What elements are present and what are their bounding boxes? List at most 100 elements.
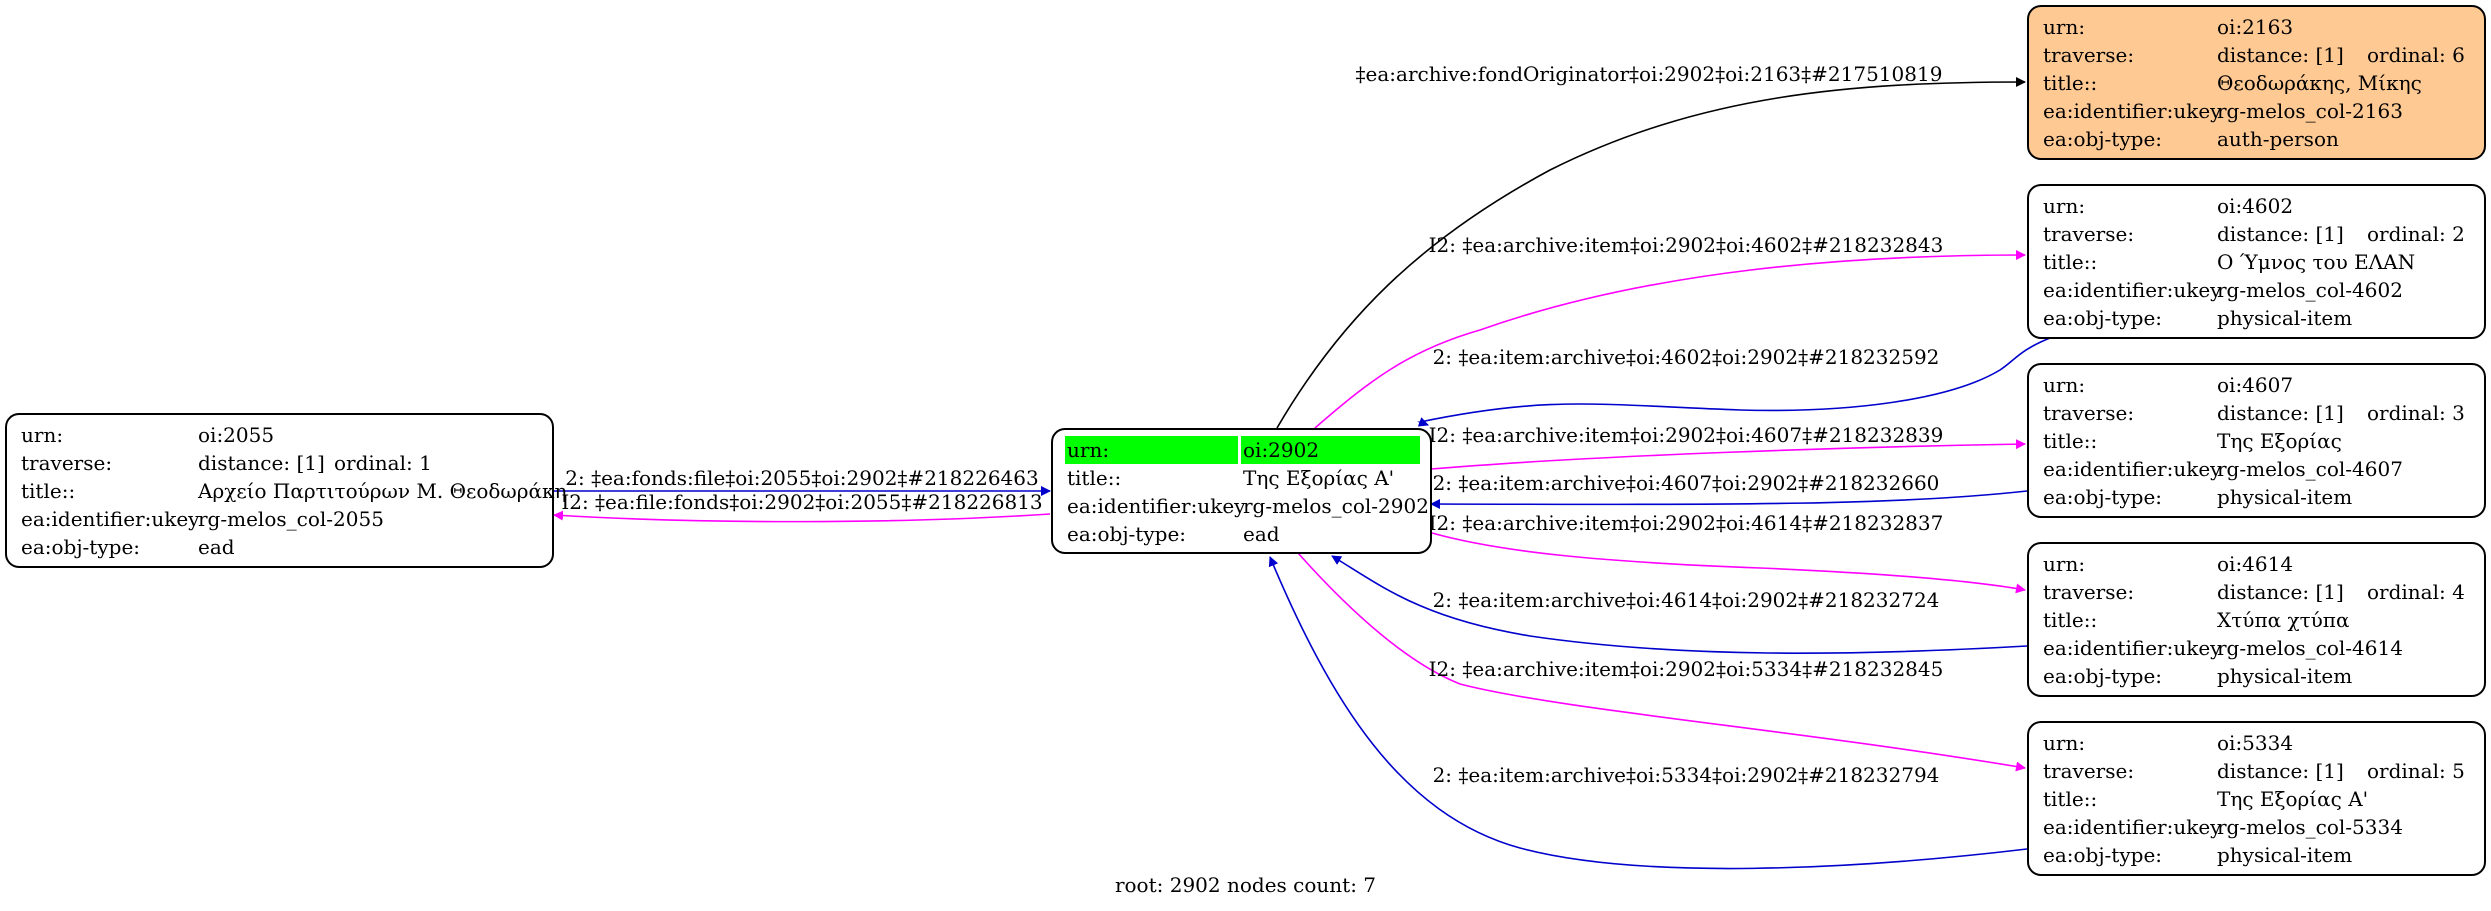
key-traverse: traverse: xyxy=(2043,401,2135,425)
key-urn: urn: xyxy=(2043,731,2086,755)
value-ukey: rg-melos_col-2055 xyxy=(198,507,384,531)
value-title: Της Εξορίας Α' xyxy=(1243,466,1395,490)
edge-label-archive-item-4614: I2: ‡ea:archive:item‡oi:2902‡oi:4614‡#21… xyxy=(1429,511,1944,535)
row-title: title::Της Εξορίας Α' xyxy=(1053,464,1430,492)
row-traverse: traverse:distance: [1]ordinal: 6 xyxy=(2029,41,2484,69)
edge-label-file-fonds: I2: ‡ea:file:fonds‡oi:2902‡oi:2055‡#2182… xyxy=(561,490,1042,514)
value-objtype: physical-item xyxy=(2217,306,2353,330)
value-distance: distance: [1] xyxy=(2217,222,2344,246)
key-traverse: traverse: xyxy=(2043,222,2135,246)
value-urn: oi:5334 xyxy=(2217,731,2294,755)
key-title: title:: xyxy=(2043,71,2098,95)
key-traverse: traverse: xyxy=(21,451,113,475)
value-urn: oi:4607 xyxy=(2217,373,2294,397)
key-urn: urn: xyxy=(1065,436,1238,464)
node-oi-4614[interactable]: urn:oi:4614 traverse: distance: [1] ordina… xyxy=(2027,542,2486,697)
edge-item-archive-4607-2902 xyxy=(1430,490,2028,510)
value-objtype: auth-person xyxy=(2217,127,2339,151)
edge-label-archive-item-5334: I2: ‡ea:archive:item‡oi:2902‡oi:5334‡#21… xyxy=(1429,657,1944,681)
key-title: title:: xyxy=(21,479,76,503)
edge-file-fonds-2902-2055 xyxy=(553,510,1051,523)
key-urn: urn: xyxy=(21,423,64,447)
row-title: title::Αρχείο Παρτιτούρων Μ. Θεοδωράκη xyxy=(7,477,566,505)
row-urn: urn: oi:2163 xyxy=(2029,13,2484,41)
value-objtype: physical-item xyxy=(2217,664,2353,688)
edge-item-archive-4614-2902 xyxy=(1331,555,2028,654)
edge-item-archive-5334-2902 xyxy=(1268,556,2028,870)
value-title: Χτύπα χτύπα xyxy=(2217,608,2350,632)
row-urn: urn: oi:4607 xyxy=(2029,371,2484,399)
key-title: title:: xyxy=(2043,250,2098,274)
key-objtype: ea:obj-type: xyxy=(1067,522,1187,546)
key-traverse: traverse: xyxy=(2043,759,2135,783)
value-distance: distance: [1] xyxy=(2217,759,2344,783)
key-objtype: ea:obj-type: xyxy=(2043,306,2163,330)
value-urn: oi:2163 xyxy=(2217,15,2294,39)
key-objtype: ea:obj-type: xyxy=(2043,127,2163,151)
value-urn: oi:4602 xyxy=(2217,194,2294,218)
row-traverse: traverse: distance: [1] ordinal: 5 xyxy=(2029,757,2484,785)
edge-label-item-archive-4607: 2: ‡ea:item:archive‡oi:4607‡oi:2902‡#218… xyxy=(1433,471,1940,495)
value-distance: distance: [1] xyxy=(2217,580,2344,604)
node-oi-2055[interactable]: urn: oi:2055 traverse: distance: [1] ordina… xyxy=(5,413,566,568)
row-title: title::Θεοδωράκης, Μίκης xyxy=(2029,69,2484,97)
value-ordinal: ordinal: 1 xyxy=(334,451,432,475)
value-objtype: physical-item xyxy=(2217,485,2353,509)
row-urn: urn: oi:2055 xyxy=(7,421,552,449)
row-traverse: traverse:distance: [1]ordinal: 2 xyxy=(2029,220,2484,248)
value-ukey: rg-melos_col-5334 xyxy=(2217,815,2403,839)
key-ukey: ea:identifier:ukey xyxy=(2043,99,2222,123)
value-objtype: ead xyxy=(1243,522,1280,546)
key-urn: urn: xyxy=(2043,15,2086,39)
edge-label-archive-item-4602: I2: ‡ea:archive:item‡oi:2902‡oi:4602‡#21… xyxy=(1429,233,1944,257)
key-ukey: ea:identifier:ukey xyxy=(2043,636,2222,660)
value-ukey: rg-melos_col-2902 xyxy=(1243,494,1429,518)
value-title: Ο Ύμνος του ΕΛΑΝ xyxy=(2217,250,2416,274)
row-traverse: traverse: distance: [1] ordinal: 3 xyxy=(2029,399,2484,427)
key-urn: urn: xyxy=(2043,194,2086,218)
row-objtype: ea:obj-type: physical-item xyxy=(2029,662,2484,690)
value-distance: distance: [1] xyxy=(2217,401,2344,425)
node-oi-4607[interactable]: urn: oi:4607 traverse: distance: [1] ordina… xyxy=(2027,363,2486,518)
value-ordinal: ordinal: 4 xyxy=(2367,580,2465,604)
value-ordinal: ordinal: 5 xyxy=(2367,759,2465,783)
row-urn: urn: oi:4602 xyxy=(2029,192,2484,220)
key-objtype: ea:obj-type: xyxy=(2043,664,2163,688)
value-title: Θεοδωράκης, Μίκης xyxy=(2217,71,2422,95)
row-title: title::Της Εξορίας xyxy=(2029,427,2484,455)
value-ukey: rg-melos_col-4602 xyxy=(2217,278,2403,302)
node-oi-2902[interactable]: urn: oi:2902 title::Της Εξορίας Α' ea:id… xyxy=(1051,428,1432,554)
edge-archive-item-2902-4614 xyxy=(1431,532,2026,594)
key-urn: urn: xyxy=(2043,373,2086,397)
edge-fondoriginator-2902-2163 xyxy=(1276,77,2026,429)
node-oi-5334[interactable]: urn: oi:5334 traverse: distance: [1] ordina… xyxy=(2027,721,2486,876)
edge-archive-item-2902-4607 xyxy=(1430,439,2026,470)
row-urn: urn:oi:4614 xyxy=(2029,550,2484,578)
row-objtype: ea:obj-type:physical-item xyxy=(2029,841,2484,869)
node-oi-2163[interactable]: urn:oi:2163 traverse:distance: [1]ordina… xyxy=(2027,5,2486,160)
node-oi-4602[interactable]: urn:oi:4602 traverse:distance: [1]ordina… xyxy=(2027,184,2486,339)
key-title: title:: xyxy=(2043,429,2098,453)
value-distance: distance: [1] xyxy=(2217,43,2344,67)
value-urn: oi:2055 xyxy=(198,423,275,447)
edge-label-item-archive-4602: 2: ‡ea:item:archive‡oi:4602‡oi:2902‡#218… xyxy=(1433,345,1940,369)
value-urn: oi:2902 xyxy=(1241,436,1420,464)
value-distance: distance: [1] xyxy=(198,451,325,475)
key-ukey: ea:identifier:ukey xyxy=(2043,457,2222,481)
edge-label-item-archive-5334: 2: ‡ea:item:archive‡oi:5334‡oi:2902‡#218… xyxy=(1433,763,1940,787)
graph-footer: root: 2902 nodes count: 7 xyxy=(1114,873,1377,897)
key-objtype: ea:obj-type: xyxy=(21,535,141,559)
row-objtype: ea:obj-type: physical-item xyxy=(2029,483,2484,511)
value-ordinal: ordinal: 6 xyxy=(2367,43,2465,67)
key-objtype: ea:obj-type: xyxy=(2043,485,2163,509)
value-objtype: physical-item xyxy=(2217,843,2353,867)
key-traverse: traverse: xyxy=(2043,580,2135,604)
key-ukey: ea:identifier:ukey xyxy=(2043,278,2222,302)
row-urn: urn: oi:5334 xyxy=(2029,729,2484,757)
value-objtype: ead xyxy=(198,535,235,559)
edge-label-fonds-file: 2: ‡ea:fonds:file‡oi:2055‡oi:2902‡#21822… xyxy=(565,466,1038,490)
value-ordinal: ordinal: 3 xyxy=(2367,401,2465,425)
